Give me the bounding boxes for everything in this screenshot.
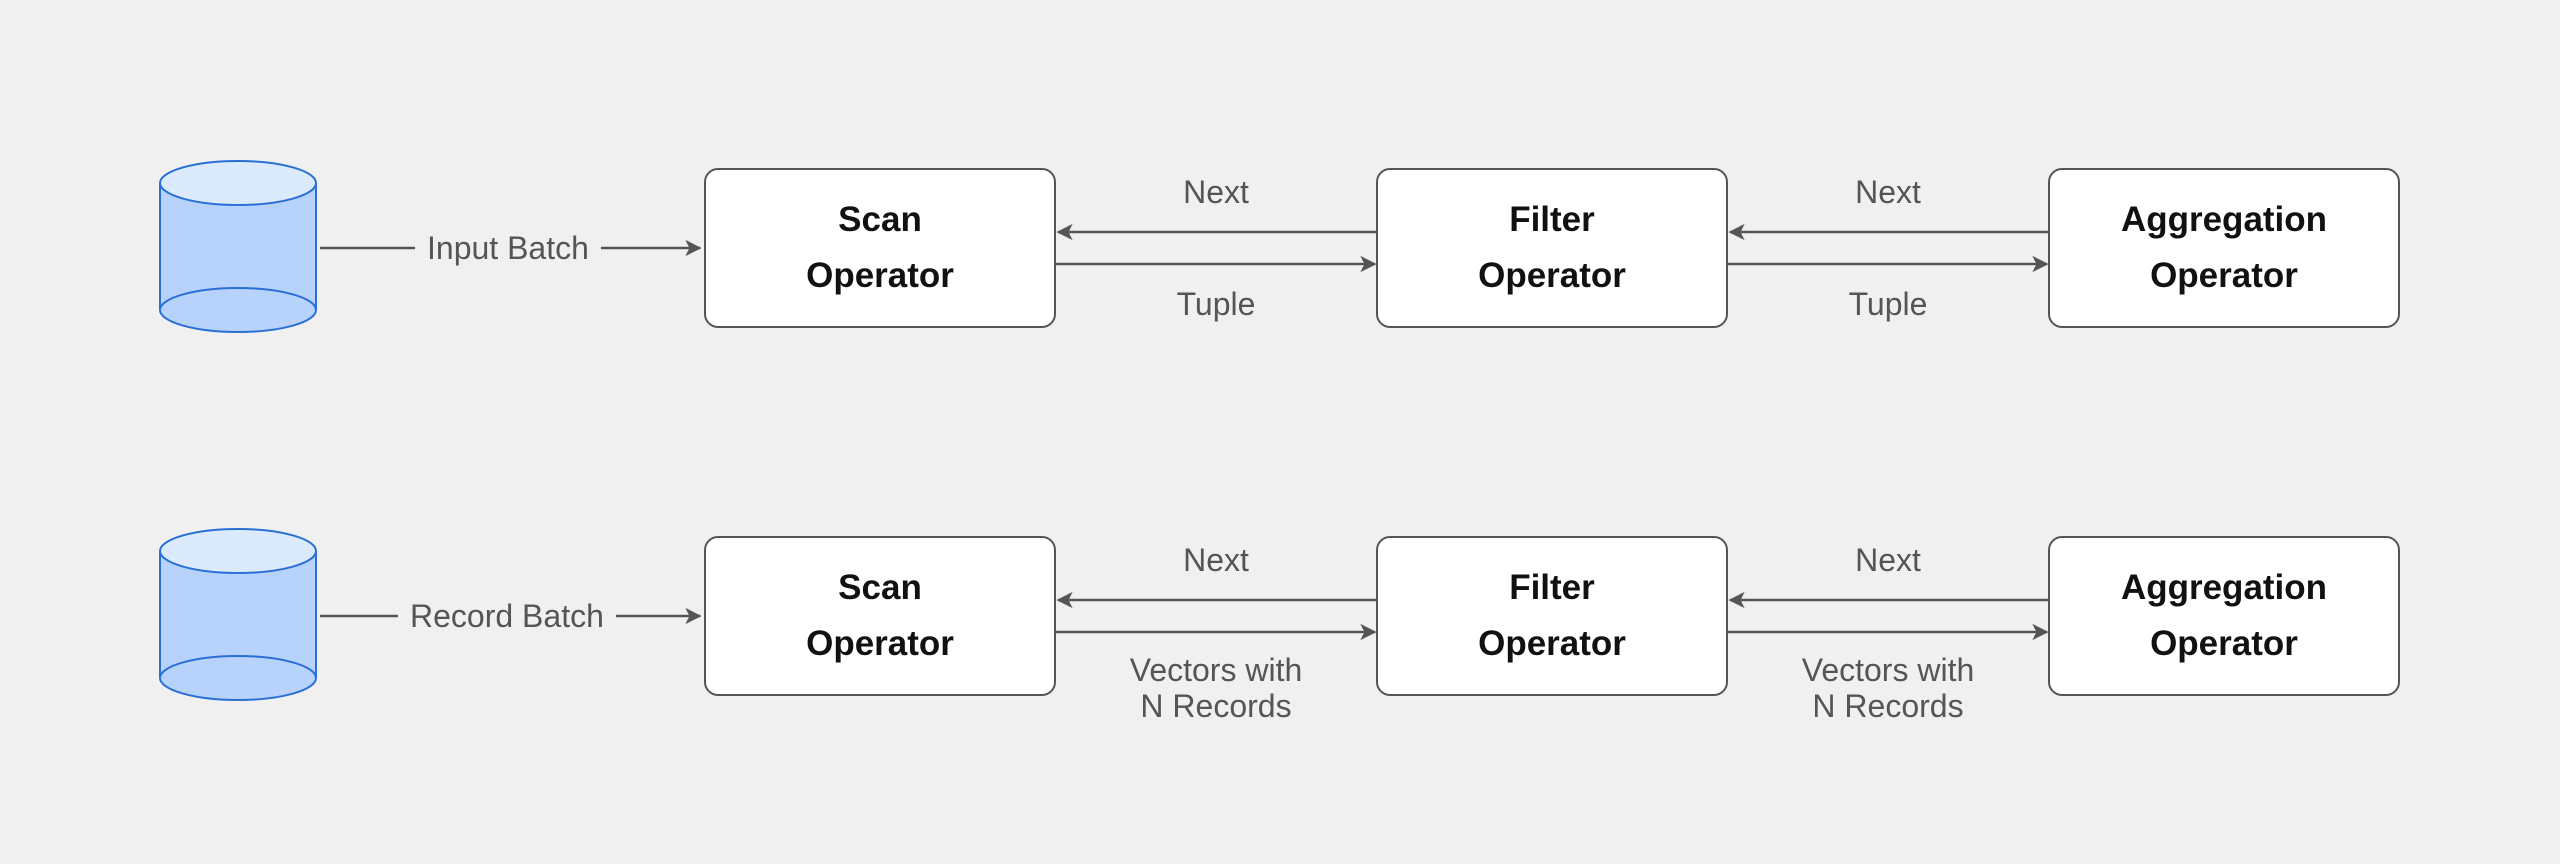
tuple-label: Tuple (1056, 286, 1376, 322)
operator-name: Filter (1509, 200, 1595, 239)
database-icon (159, 528, 317, 701)
response-line: N Records (1812, 688, 1964, 724)
vectors-label: Vectors with N Records (1728, 652, 2048, 724)
operator-type: Operator (1478, 624, 1626, 663)
response-line: Vectors with (1801, 652, 1975, 688)
operator-name: Aggregation (2120, 568, 2328, 607)
next-label: Next (1183, 542, 1249, 578)
operator-type: Operator (2150, 256, 2298, 295)
response-line: Vectors with (1129, 652, 1303, 688)
operator-name: Aggregation (2120, 200, 2328, 239)
response-line: Tuple (1848, 286, 1928, 322)
operator-type: Operator (806, 256, 954, 295)
operator-type: Operator (806, 624, 954, 663)
next-label: Next (1855, 542, 1921, 578)
operator-name: Filter (1509, 568, 1595, 607)
database-icon (159, 160, 317, 333)
next-label: Next (1183, 174, 1249, 210)
record-batch-label: Record Batch (398, 598, 616, 634)
response-line: Tuple (1176, 286, 1256, 322)
operator-name: Scan (838, 200, 922, 239)
tuple-label: Tuple (1728, 286, 2048, 322)
response-line: N Records (1140, 688, 1292, 724)
vectors-label: Vectors with N Records (1056, 652, 1376, 724)
operator-name: Scan (838, 568, 922, 607)
next-label: Next (1855, 174, 1921, 210)
input-batch-label: Input Batch (415, 230, 601, 266)
operator-type: Operator (1478, 256, 1626, 295)
operator-type: Operator (2150, 624, 2298, 663)
